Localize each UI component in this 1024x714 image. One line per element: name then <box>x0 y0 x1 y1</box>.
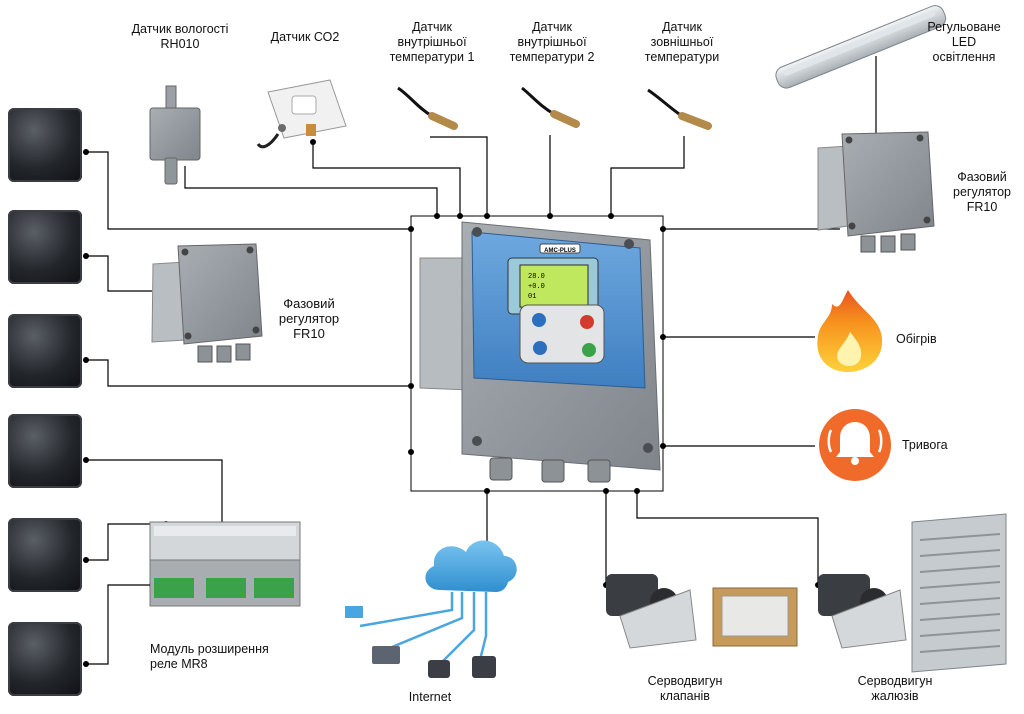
humidity-sensor-device <box>149 85 201 185</box>
servo-valves-label: Серводвигун клапанів <box>647 674 723 703</box>
temp-probe-2 <box>521 86 580 128</box>
servo-valves-device <box>606 574 798 649</box>
internet-label: Internet <box>408 690 452 704</box>
screen-line-1: 28.0 <box>528 273 545 281</box>
screen-line-2: +0.0 <box>528 283 545 291</box>
phase-regulator-right-label: Фазовий регулятор FR10 <box>953 170 1011 214</box>
controller-unit: AMC-PLUS 28.0 +0.0 01 <box>419 221 661 483</box>
relay-module-label: Модуль розширення реле MR8 <box>150 642 269 671</box>
flame-icon <box>817 290 883 372</box>
temp-sensor-2-label: Датчик внутрішньої температури 2 <box>509 20 595 64</box>
servo-shutters-device <box>818 513 1007 673</box>
fan-icon <box>8 314 82 388</box>
cloud-icon <box>345 540 517 678</box>
led-light-device <box>775 5 947 89</box>
led-lighting-label: Регульоване LED освітлення <box>927 20 1001 64</box>
phase-regulator-right-device <box>817 131 935 253</box>
temp-probe-outdoor <box>647 88 712 130</box>
relay-module-device <box>149 521 301 607</box>
phase-regulator-left-label: Фазовий регулятор FR10 <box>278 296 340 341</box>
fan-icon <box>8 622 82 696</box>
fan-icon <box>8 414 82 488</box>
controller-brand: AMC-PLUS <box>544 248 576 254</box>
alarm-label: Тривога <box>902 438 948 452</box>
servo-shutters-label: Серводвигун жалюзів <box>857 674 933 703</box>
co2-sensor-label: Датчик СО2 <box>270 30 340 44</box>
fan-icon <box>8 210 82 284</box>
alarm-bell-icon <box>819 409 891 481</box>
temp-outdoor-label: Датчик зовнішньої температури <box>644 20 720 64</box>
wires <box>86 56 877 665</box>
heating-label: Обігрів <box>896 332 937 346</box>
screen-line-3: 01 <box>528 293 536 301</box>
co2-sensor-device <box>256 79 347 149</box>
controller-frame <box>410 215 664 492</box>
phase-regulator-left-device <box>151 243 263 363</box>
humidity-sensor-label: Датчик вологості RH010 <box>131 22 229 51</box>
temp-sensor-1-label: Датчик внутрішньої температури 1 <box>389 20 475 64</box>
fan-icon <box>8 518 82 592</box>
fan-icon <box>8 108 82 182</box>
temp-probe-1 <box>397 86 458 130</box>
